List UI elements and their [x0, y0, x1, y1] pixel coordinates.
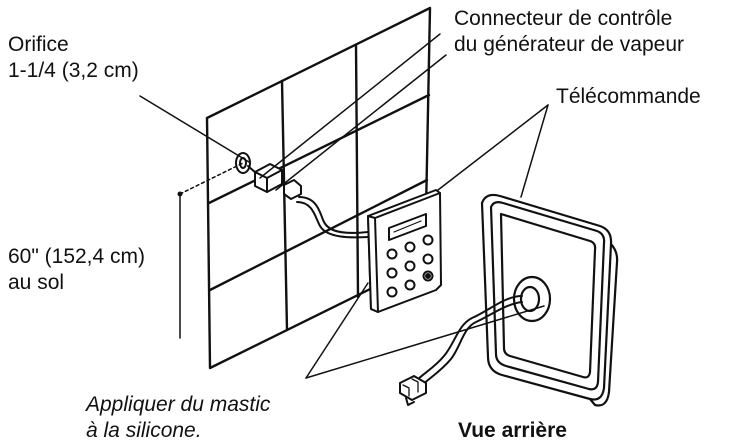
- sealant-label-line-1: Appliquer du mastic: [86, 393, 271, 416]
- orifice-label-line-1: Orifice: [8, 33, 69, 56]
- connector-label-line-2: du générateur de vapeur: [454, 33, 685, 56]
- remote-label: Télécommande: [556, 84, 701, 110]
- height-label-line-1: 60" (152,4 cm): [8, 245, 146, 268]
- leader-lines: [139, 33, 549, 379]
- sealant-label-line-2: à la silicone.: [86, 419, 202, 442]
- height-label: 60" (152,4 cm) au sol: [8, 244, 145, 296]
- orifice-label-line-2: 1-1/4 (3,2 cm): [8, 59, 139, 82]
- rear-view-label-text: Vue arrière: [458, 419, 567, 442]
- control-cable: [296, 196, 369, 239]
- sealant-label: Appliquer du mastic à la silicone.: [86, 392, 270, 444]
- tile-wall: [205, 6, 432, 370]
- orifice-hole: [235, 152, 251, 174]
- connector-label-line-1: Connecteur de contrôle: [454, 7, 673, 30]
- control-panel: [367, 189, 442, 313]
- connector-label: Connecteur de contrôle du générateur de …: [454, 6, 684, 58]
- height-dimension-line: [177, 162, 244, 339]
- remote-rear-view: [480, 193, 619, 407]
- remote-label-text: Télécommande: [556, 85, 701, 108]
- remote-cable: [399, 295, 523, 406]
- connector-block: [247, 163, 302, 200]
- rear-view-label: Vue arrière: [458, 418, 567, 444]
- orifice-label: Orifice 1-1/4 (3,2 cm): [8, 32, 139, 84]
- height-label-line-2: au sol: [8, 271, 65, 294]
